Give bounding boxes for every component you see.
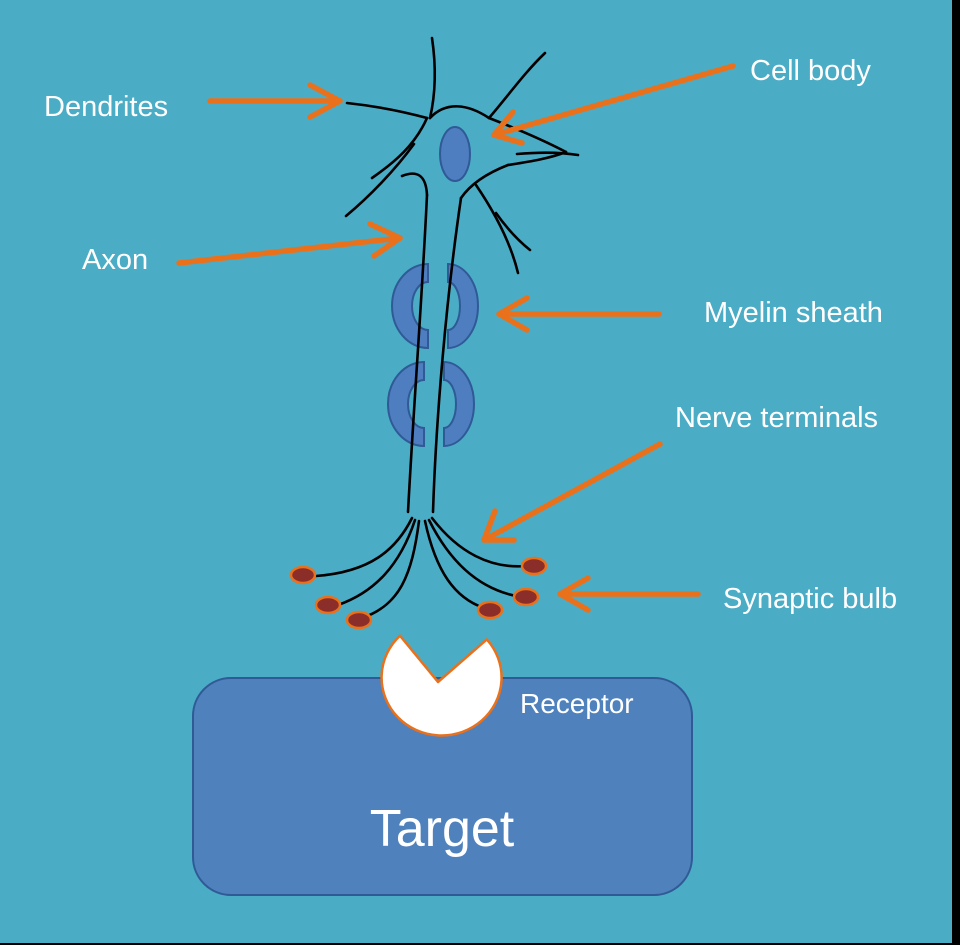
dendrite-top-right <box>487 51 547 120</box>
arrow-myelin-sheath-icon <box>496 295 662 333</box>
target-cell: Target <box>192 677 693 896</box>
synaptic-bulb-3 <box>345 610 373 630</box>
target-label: Target <box>370 800 515 858</box>
synaptic-bulb-5 <box>512 587 540 607</box>
label-myelin-sheath: Myelin sheath <box>704 297 883 329</box>
labels: Dendrites Cell body Axon Myelin sheath N… <box>44 55 897 615</box>
dendrite-right-branch <box>515 151 580 157</box>
terminal-3 <box>360 519 421 620</box>
terminal-4 <box>423 519 486 610</box>
nucleus <box>439 126 471 182</box>
arrow-cell-body-icon <box>491 63 736 146</box>
receptor: Receptor <box>380 634 634 737</box>
neuron <box>289 36 580 630</box>
synaptic-bulbs <box>289 556 548 630</box>
axon <box>406 193 463 514</box>
dendrite-top-spike <box>428 36 437 120</box>
callout-arrows <box>176 63 736 613</box>
arrow-axon-icon <box>176 221 403 266</box>
cell-body-dendrites <box>344 36 580 275</box>
dendrite-left-long <box>344 142 416 218</box>
terminal-6 <box>430 516 528 568</box>
dendrite-right-upper <box>487 116 568 154</box>
arrow-dendrites-icon <box>207 82 343 120</box>
dendrite-lower-right <box>474 183 520 275</box>
pacman-receptor-icon <box>380 634 503 737</box>
label-axon: Axon <box>82 244 148 276</box>
terminal-5 <box>427 518 518 598</box>
axon-left-edge <box>406 193 429 514</box>
label-cell-body: Cell body <box>750 55 871 87</box>
arrow-synaptic-bulb-icon <box>557 575 701 613</box>
synaptic-bulb-4 <box>476 600 504 620</box>
myelin-right-upper <box>447 262 479 350</box>
terminal-2 <box>336 518 417 607</box>
label-dendrites: Dendrites <box>44 91 168 123</box>
dendrite-lower-right-branch <box>494 211 532 252</box>
label-nerve-terminals: Nerve terminals <box>675 402 878 434</box>
dendrite-left-lower <box>370 116 429 180</box>
myelin-sheaths <box>387 262 479 448</box>
myelin-right-lower <box>443 360 475 448</box>
synaptic-bulb-6 <box>520 556 548 576</box>
axon-right-edge <box>431 196 463 514</box>
arrow-nerve-terminals-icon <box>481 441 663 543</box>
dendrite-body-top <box>428 105 491 120</box>
nerve-terminals <box>314 516 528 620</box>
receptor-label: Receptor <box>520 688 634 719</box>
terminal-1 <box>314 516 414 578</box>
synaptic-bulb-2 <box>314 595 342 615</box>
dendrite-upper-left <box>345 101 429 120</box>
dendrite-left-body <box>400 172 429 197</box>
label-synaptic-bulb: Synaptic bulb <box>723 583 897 615</box>
dendrite-body-right <box>459 163 510 200</box>
synaptic-bulb-1 <box>289 565 317 585</box>
